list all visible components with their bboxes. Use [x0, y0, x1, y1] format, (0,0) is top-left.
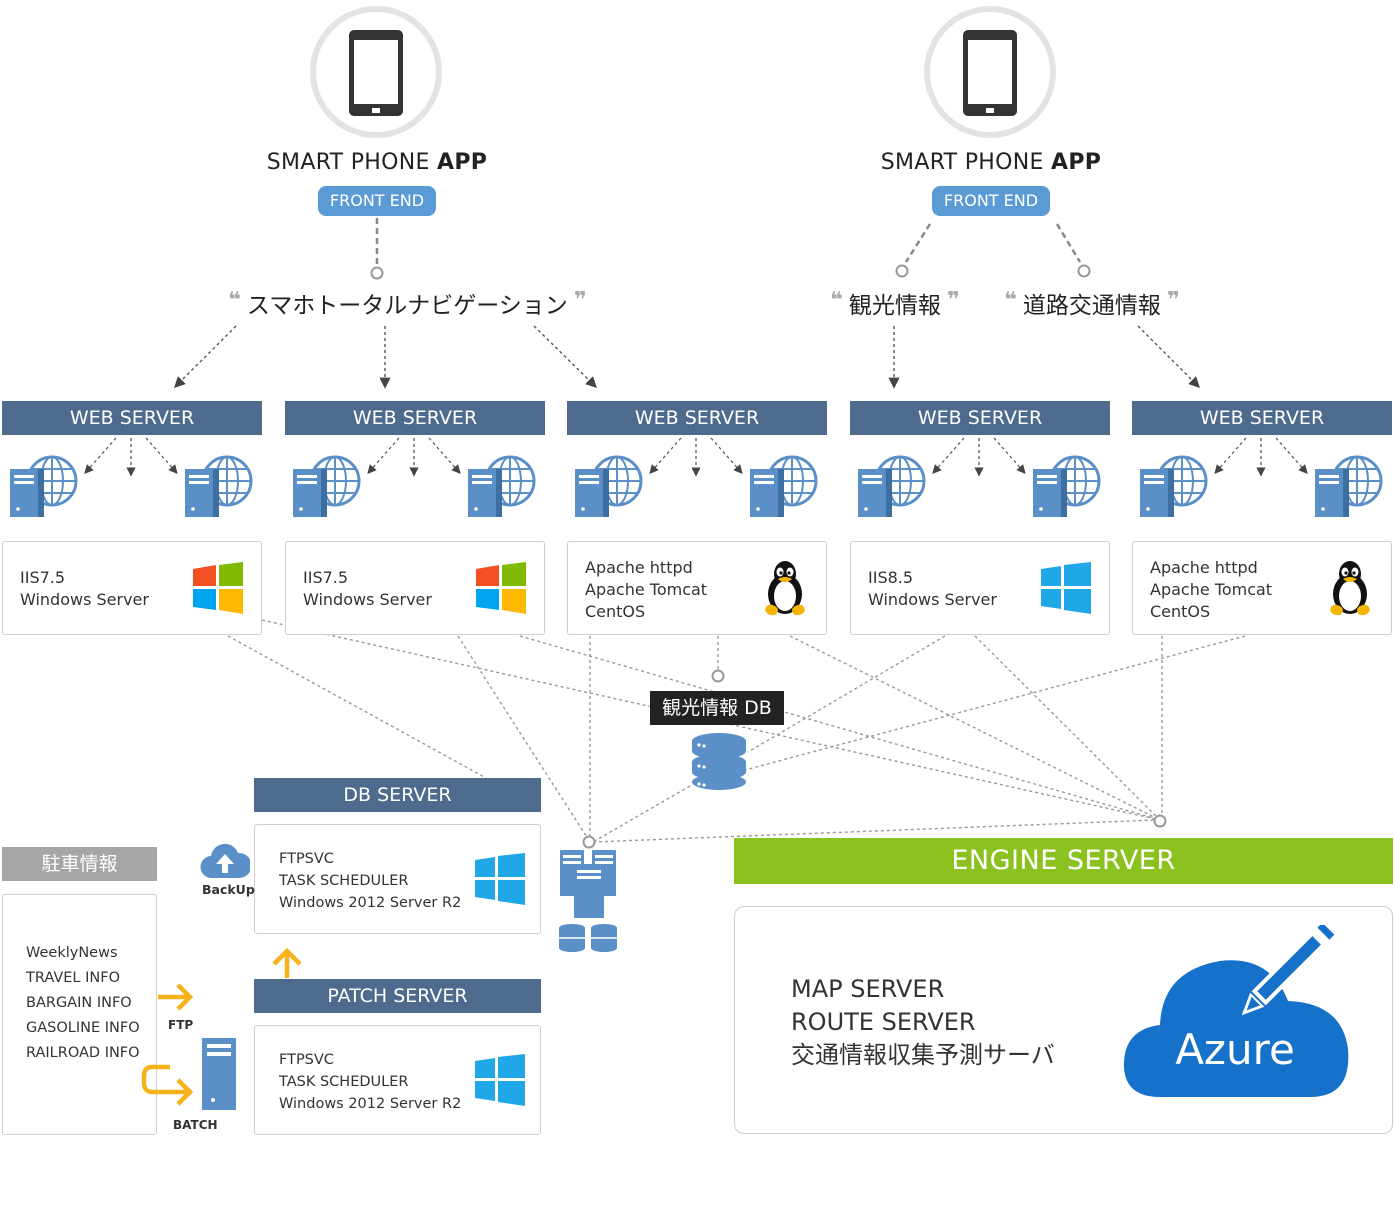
linux-tux-logo-icon — [1326, 560, 1374, 620]
backup-label: BackUp — [202, 882, 255, 897]
ftp-label: FTP — [168, 1018, 194, 1032]
parking-info-card: WeeklyNews TRAVEL INFO BARGAIN INFO GASO… — [2, 894, 157, 1135]
windows-color-logo-icon — [193, 562, 243, 618]
azure-label: Azure — [1175, 1025, 1295, 1074]
load-balance-arrows — [932, 437, 1026, 477]
database-icon — [690, 732, 748, 796]
load-balance-arrows — [1214, 437, 1308, 477]
front-end-badge: FRONT END — [318, 186, 436, 216]
smartphone-icon — [924, 6, 1056, 138]
phone-app-title: SMART PHONE APP — [880, 150, 1102, 175]
azure-cloud-icon: Azure — [1120, 925, 1352, 1125]
navigation-quote: ❝スマホトータルナビゲーション❞ — [228, 288, 587, 319]
web-server-globe-icon — [291, 451, 363, 527]
list-item: BARGAIN INFO — [26, 995, 132, 1011]
web-server-globe-icon — [8, 451, 80, 527]
web-server-header: WEB SERVER — [1132, 401, 1392, 435]
windows-logo-icon — [475, 1054, 525, 1110]
list-item: RAILROAD INFO — [26, 1045, 140, 1061]
spec-line: Apache httpd — [1150, 558, 1258, 577]
spec-line: Windows Server — [20, 590, 149, 609]
web-server-header: WEB SERVER — [567, 401, 827, 435]
web-server-globe-icon — [1031, 451, 1103, 527]
web-server-globe-icon — [573, 451, 645, 527]
spec-line: Apache httpd — [585, 558, 693, 577]
tourism-db-label: 観光情報 DB — [650, 691, 784, 725]
parking-info-header: 駐車情報 — [2, 847, 157, 881]
windows-blue-logo-icon — [1041, 562, 1091, 618]
web-server-header: WEB SERVER — [2, 401, 262, 435]
spec-line: IIS7.5 — [20, 568, 66, 587]
windows-logo-icon — [475, 853, 525, 909]
spec-line: IIS7.5 — [303, 568, 349, 587]
spec-line: IIS8.5 — [868, 568, 914, 587]
load-balance-arrows — [649, 437, 743, 477]
ftp-arrow-icon — [156, 980, 196, 1018]
spec-line: Windows Server — [868, 590, 997, 609]
traffic-quote: ❝道路交通情報❞ — [1004, 288, 1180, 319]
info-list: WeeklyNews TRAVEL INFO BARGAIN INFO GASO… — [26, 941, 140, 1066]
batch-label: BATCH — [173, 1118, 218, 1132]
front-end-badge: FRONT END — [932, 186, 1050, 216]
load-balance-arrows — [367, 437, 461, 477]
spec-line: Apache Tomcat — [585, 580, 708, 599]
web-server-globe-icon — [748, 451, 820, 527]
engine-server-header: ENGINE SERVER — [734, 838, 1393, 884]
tourism-quote: ❝観光情報❞ — [830, 288, 960, 319]
windows-color-logo-icon — [476, 562, 526, 618]
web-server-globe-icon — [1138, 451, 1210, 527]
list-item: TRAVEL INFO — [26, 970, 120, 986]
spec-line: Windows Server — [303, 590, 432, 609]
list-item: WeeklyNews — [26, 945, 118, 961]
phone-app-title: SMART PHONE APP — [266, 150, 488, 175]
batch-server-icon — [200, 1036, 238, 1116]
spec-line: Apache Tomcat — [1150, 580, 1273, 599]
web-server-globe-icon — [1313, 451, 1385, 527]
linux-tux-logo-icon — [761, 560, 809, 620]
backup-cloud-icon — [200, 842, 252, 886]
db-server-header: DB SERVER — [254, 778, 541, 812]
web-server-globe-icon — [183, 451, 255, 527]
spec-line: CentOS — [585, 602, 646, 621]
up-arrow-icon — [270, 946, 304, 984]
load-balance-arrows — [84, 437, 178, 477]
web-server-header: WEB SERVER — [850, 401, 1110, 435]
web-server-header: WEB SERVER — [285, 401, 545, 435]
spec-line: CentOS — [1150, 602, 1211, 621]
batch-arrow-icon — [140, 1062, 200, 1114]
smartphone-icon — [310, 6, 442, 138]
web-server-globe-icon — [466, 451, 538, 527]
patch-server-header: PATCH SERVER — [254, 979, 541, 1013]
list-item: GASOLINE INFO — [26, 1020, 140, 1036]
web-server-globe-icon — [856, 451, 928, 527]
server-cluster-icon — [556, 846, 622, 958]
